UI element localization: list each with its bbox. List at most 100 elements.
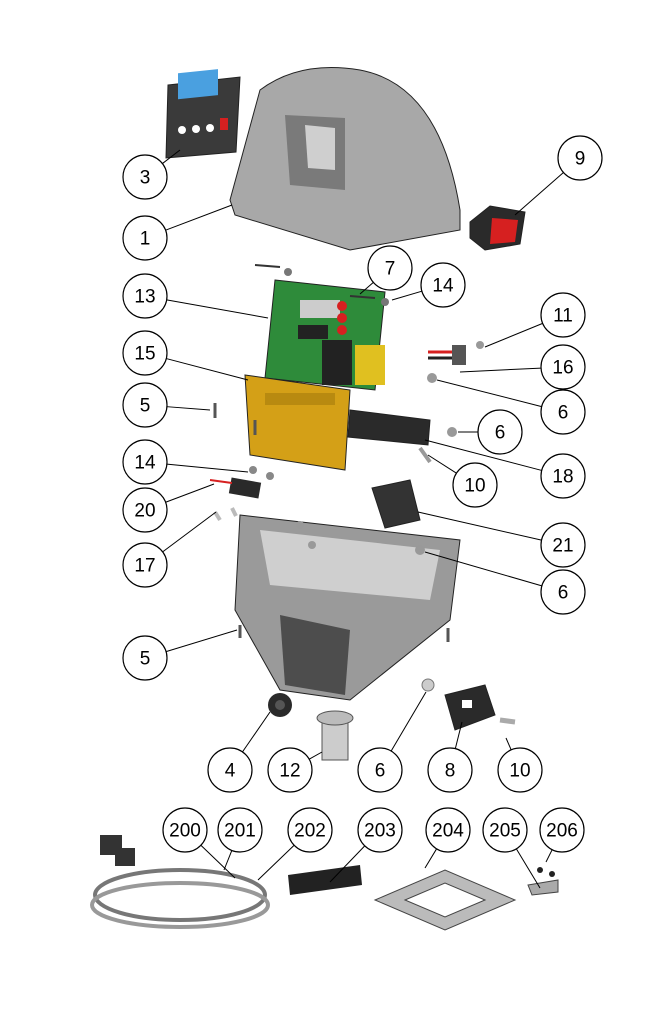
washer — [421, 678, 435, 692]
leader-line — [223, 850, 233, 871]
leader-line — [166, 406, 211, 411]
callout-circle — [497, 747, 543, 793]
callout-1: 1 — [122, 204, 233, 261]
callout-label: 18 — [552, 467, 573, 488]
callout-label: 21 — [552, 536, 573, 557]
callout-circle — [122, 330, 168, 376]
callout-circle — [540, 292, 586, 338]
callout-label: 6 — [558, 403, 569, 424]
callout-5: 5 — [122, 382, 211, 428]
fuse-holder — [209, 477, 262, 499]
callout-7: 7 — [359, 245, 413, 295]
callout-label: 10 — [464, 476, 485, 497]
callout-circle — [287, 807, 333, 853]
callout-label: 12 — [279, 761, 300, 782]
leader-line — [162, 511, 217, 553]
callout-circle — [357, 807, 403, 853]
callout-label: 202 — [294, 821, 326, 842]
bottom-housing — [234, 514, 461, 701]
callout-21: 21 — [417, 511, 586, 568]
callout-circle — [540, 389, 586, 435]
leader-line — [359, 282, 374, 295]
callout-10: 10 — [427, 454, 498, 508]
callout-circle — [482, 807, 528, 853]
leader-line — [257, 844, 295, 881]
callout-circle — [162, 807, 208, 853]
callout-200: 200 — [162, 807, 236, 879]
callout-label: 6 — [558, 583, 569, 604]
callout-label: 5 — [140, 396, 151, 417]
callout-11: 11 — [484, 292, 586, 348]
callout-6: 6 — [357, 691, 427, 793]
callout-203: 203 — [329, 807, 403, 883]
callout-5: 5 — [122, 629, 238, 681]
callout-18: 18 — [424, 439, 586, 499]
leader-line — [165, 204, 233, 231]
callout-circle — [122, 439, 168, 485]
top-cover — [229, 67, 461, 251]
callout-circle — [540, 569, 586, 615]
leader-line — [165, 483, 215, 503]
callout-12: 12 — [267, 747, 323, 793]
callout-circle — [122, 542, 168, 588]
leader-line — [162, 149, 181, 164]
leader-line — [424, 439, 542, 471]
callout-circle — [122, 154, 168, 200]
callout-label: 205 — [489, 821, 521, 842]
leader-line — [436, 379, 542, 408]
callout-label: 11 — [553, 306, 573, 327]
callout-label: 14 — [432, 276, 454, 297]
callout-202: 202 — [257, 807, 333, 881]
callout-label: 8 — [445, 761, 456, 782]
callout-201: 201 — [217, 807, 263, 871]
callout-10: 10 — [497, 737, 543, 793]
callout-3: 3 — [122, 149, 181, 200]
callout-circle — [122, 635, 168, 681]
callout-label: 20 — [134, 501, 155, 522]
leader-line — [515, 848, 541, 889]
callout-label: 204 — [432, 821, 464, 842]
terminal-block — [347, 409, 431, 446]
callout-label: 4 — [225, 761, 236, 782]
callout-15: 15 — [122, 330, 249, 381]
callout-label: 14 — [134, 453, 156, 474]
leader-line — [424, 551, 543, 587]
callout-circle — [452, 462, 498, 508]
leader-line — [165, 629, 238, 653]
leader-line — [427, 454, 457, 474]
callout-label: 1 — [140, 229, 151, 250]
callout-label: 7 — [385, 259, 396, 280]
callout-label: 203 — [364, 821, 396, 842]
callout-17: 17 — [122, 511, 217, 588]
callout-circle — [122, 273, 168, 319]
callout-204: 204 — [424, 807, 471, 869]
leader-line — [454, 721, 463, 749]
circuit-board — [264, 279, 386, 391]
small-fasteners — [213, 264, 484, 642]
callout-circle — [477, 409, 523, 455]
cable-gland — [316, 710, 354, 761]
callout-circle — [367, 245, 413, 291]
callout-206: 206 — [539, 807, 585, 863]
callout-circle — [420, 262, 466, 308]
callout-circle — [122, 382, 168, 428]
leader-line — [484, 322, 543, 348]
callout-circle — [425, 807, 471, 853]
leader-line — [505, 737, 512, 751]
callout-label: 15 — [134, 344, 155, 365]
callout-14: 14 — [122, 439, 249, 485]
leader-line — [424, 848, 438, 869]
leader-line — [242, 711, 271, 753]
callout-label: 6 — [495, 423, 506, 444]
leader-line — [166, 299, 269, 319]
display-keypad — [165, 69, 241, 159]
leader-line — [166, 463, 249, 473]
rocker-switch — [469, 205, 526, 251]
leader-line — [308, 751, 323, 760]
callout-label: 201 — [224, 821, 256, 842]
relay — [371, 479, 421, 529]
callout-circle — [557, 135, 603, 181]
leader-line — [200, 844, 236, 879]
callout-label: 17 — [134, 556, 155, 577]
